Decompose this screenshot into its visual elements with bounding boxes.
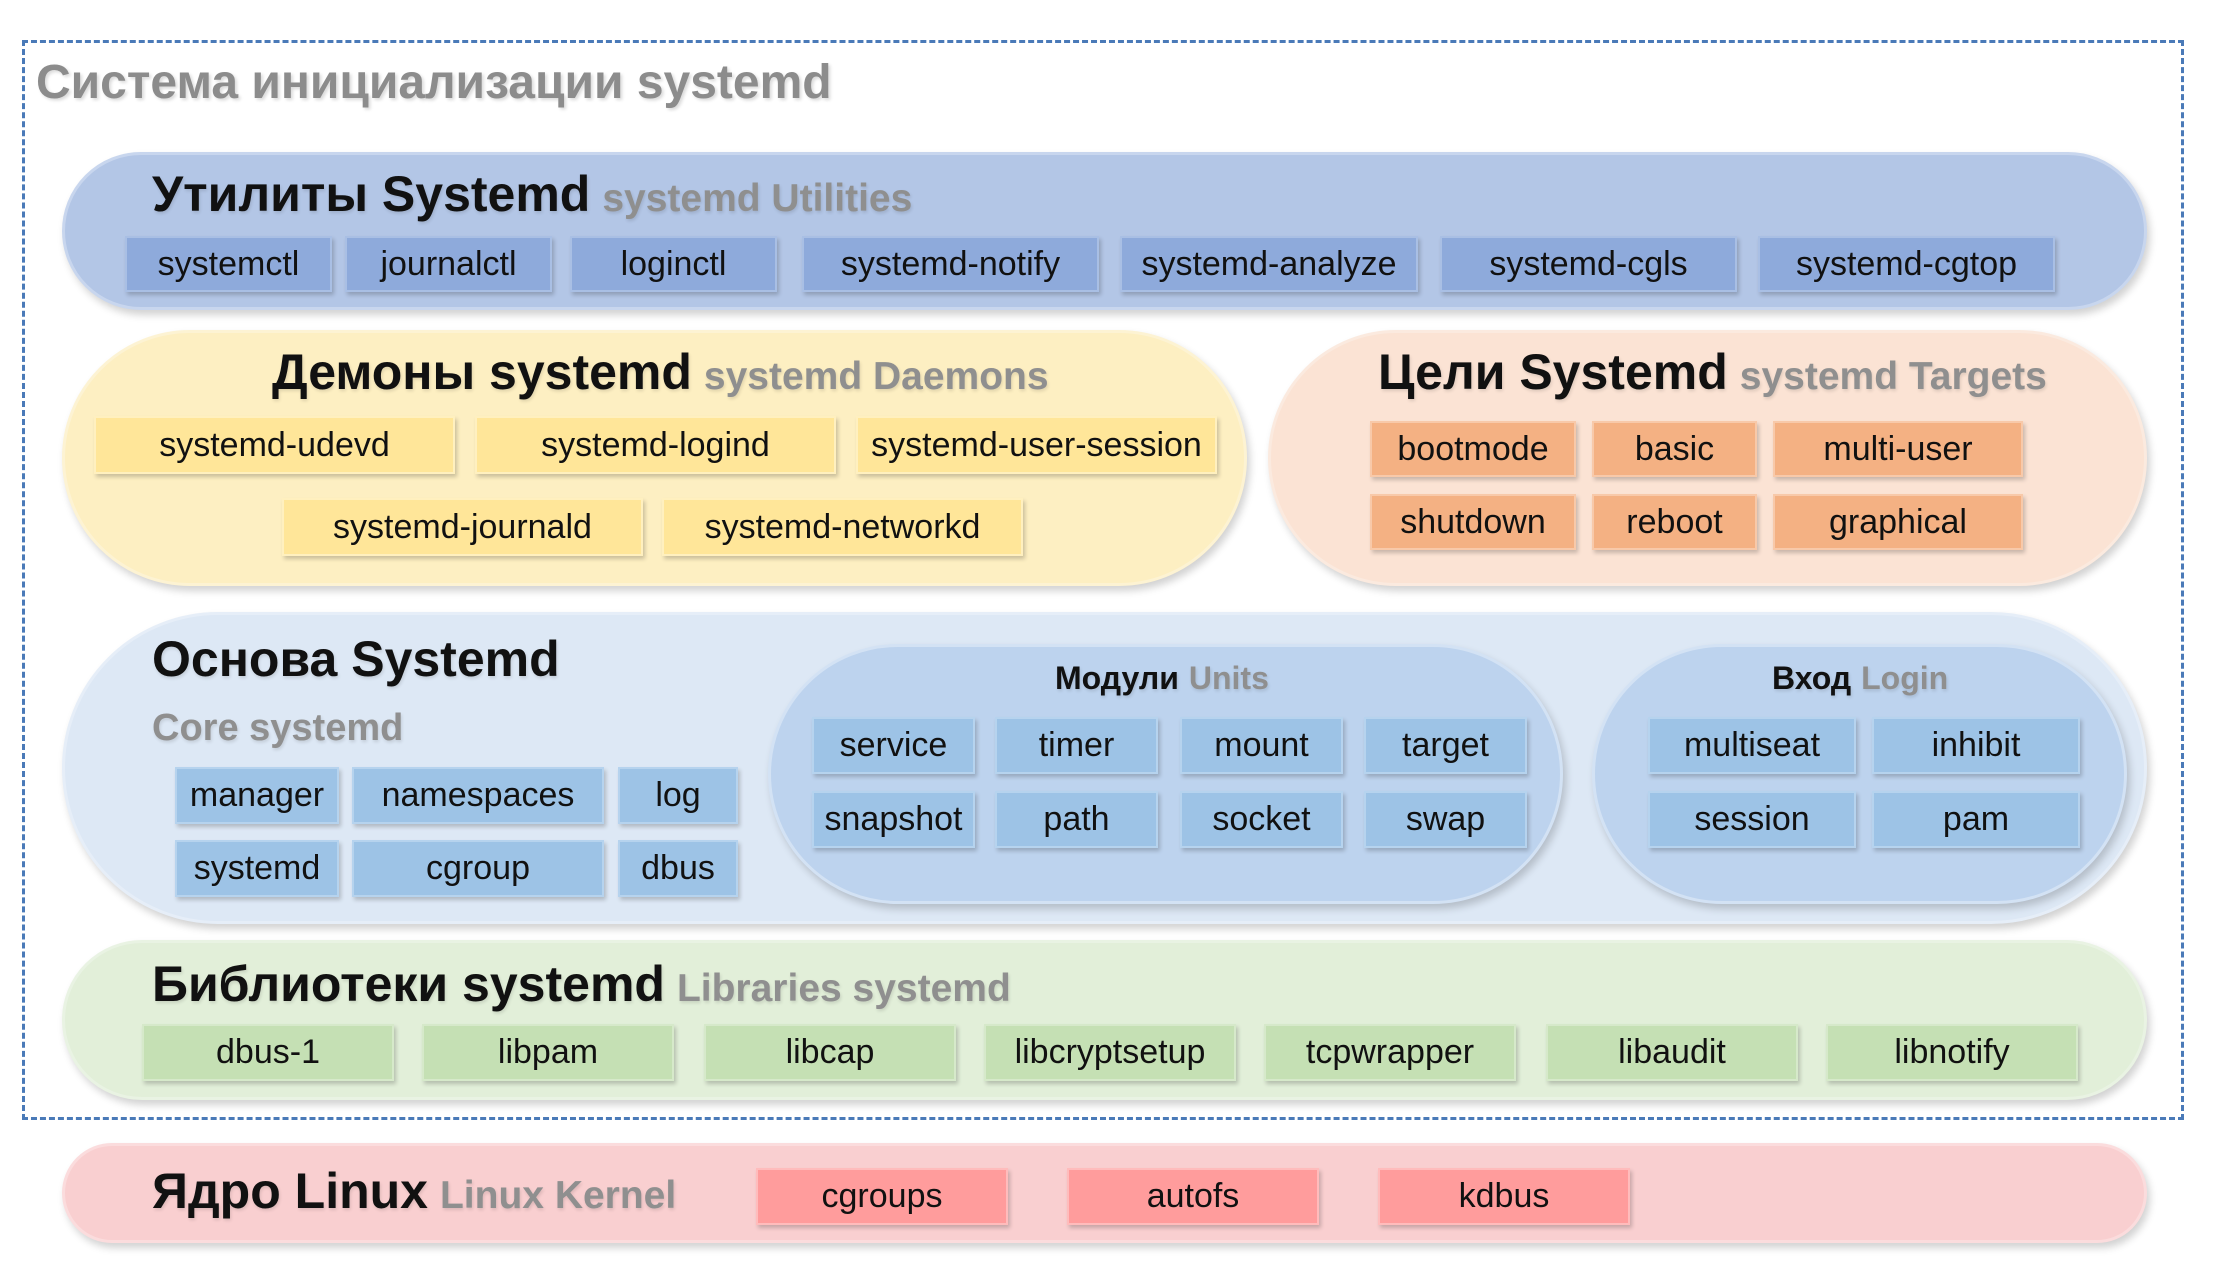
utility-systemd-notify: systemd-notify <box>802 236 1099 292</box>
libraries-title: Библиотеки systemd Libraries systemd <box>152 955 1011 1013</box>
init-system-frame <box>22 40 2184 1120</box>
target-bootmode: bootmode <box>1370 421 1576 477</box>
utilities-title: Утилиты Systemd systemd Utilities <box>152 165 912 223</box>
kernel-title: Ядро Linux Linux Kernel <box>152 1162 676 1220</box>
core-manager: manager <box>175 767 339 824</box>
lib-tcpwrapper: tcpwrapper <box>1264 1024 1516 1081</box>
core-subtitle: Core systemd <box>152 707 404 749</box>
kernel-title-text: Ядро Linux <box>152 1163 428 1219</box>
utility-journalctl: journalctl <box>345 236 552 292</box>
target-graphical: graphical <box>1773 494 2023 550</box>
login-subtitle: Login <box>1861 660 1949 696</box>
login-session: session <box>1648 791 1856 848</box>
unit-timer: timer <box>995 717 1158 774</box>
utilities-title-text: Утилиты Systemd <box>152 166 591 222</box>
core-title: Основа Systemd <box>152 631 560 687</box>
core-log: log <box>618 767 738 824</box>
core-cgroup: cgroup <box>352 840 604 897</box>
lib-dbus-1: dbus-1 <box>142 1024 394 1081</box>
utility-systemd-cgls: systemd-cgls <box>1440 236 1737 292</box>
core-dbus: dbus <box>618 840 738 897</box>
unit-swap: swap <box>1364 791 1527 848</box>
units-title-text: Модули <box>1055 660 1179 696</box>
lib-libnotify: libnotify <box>1826 1024 2078 1081</box>
unit-socket: socket <box>1180 791 1343 848</box>
target-reboot: reboot <box>1592 494 1757 550</box>
login-inhibit: inhibit <box>1872 717 2080 774</box>
unit-target: target <box>1364 717 1527 774</box>
kernel-subtitle: Linux Kernel <box>439 1174 677 1217</box>
unit-mount: mount <box>1180 717 1343 774</box>
libraries-subtitle: Libraries systemd <box>676 967 1011 1010</box>
lib-libcap: libcap <box>704 1024 956 1081</box>
daemons-title: Демоны systemd systemd Daemons <box>272 343 1049 401</box>
libraries-title-text: Библиотеки systemd <box>152 956 665 1012</box>
login-multiseat: multiseat <box>1648 717 1856 774</box>
daemon-systemd-journald: systemd-journald <box>282 498 643 556</box>
login-title-text: Вход <box>1772 660 1852 696</box>
frame-title: Система инициализации systemd <box>36 56 832 109</box>
unit-snapshot: snapshot <box>812 791 975 848</box>
units-subtitle: Units <box>1188 660 1269 696</box>
target-multi-user: multi-user <box>1773 421 2023 477</box>
utility-systemctl: systemctl <box>125 236 332 292</box>
kernel-kdbus: kdbus <box>1378 1168 1630 1225</box>
utility-loginctl: loginctl <box>570 236 777 292</box>
utility-systemd-analyze: systemd-analyze <box>1120 236 1418 292</box>
lib-libaudit: libaudit <box>1546 1024 1798 1081</box>
daemon-systemd-networkd: systemd-networkd <box>662 498 1023 556</box>
daemons-title-text: Демоны systemd <box>272 344 692 400</box>
kernel-autofs: autofs <box>1067 1168 1319 1225</box>
target-basic: basic <box>1592 421 1757 477</box>
targets-subtitle: systemd Targets <box>1739 355 2047 398</box>
daemons-subtitle: systemd Daemons <box>703 355 1049 398</box>
targets-title: Цели Systemd systemd Targets <box>1378 343 2047 401</box>
lib-libcryptsetup: libcryptsetup <box>984 1024 1236 1081</box>
unit-service: service <box>812 717 975 774</box>
target-shutdown: shutdown <box>1370 494 1576 550</box>
daemon-systemd-udevd: systemd-udevd <box>94 416 455 474</box>
daemon-systemd-user-session: systemd-user-session <box>856 416 1217 474</box>
utilities-subtitle: systemd Utilities <box>602 177 913 220</box>
login-pam: pam <box>1872 791 2080 848</box>
daemon-systemd-logind: systemd-logind <box>475 416 836 474</box>
kernel-cgroups: cgroups <box>756 1168 1008 1225</box>
lib-libpam: libpam <box>422 1024 674 1081</box>
unit-path: path <box>995 791 1158 848</box>
utility-systemd-cgtop: systemd-cgtop <box>1758 236 2055 292</box>
core-systemd: systemd <box>175 840 339 897</box>
core-namespaces: namespaces <box>352 767 604 824</box>
login-panel <box>1592 644 2127 904</box>
targets-title-text: Цели Systemd <box>1378 344 1728 400</box>
units-panel <box>768 644 1563 904</box>
